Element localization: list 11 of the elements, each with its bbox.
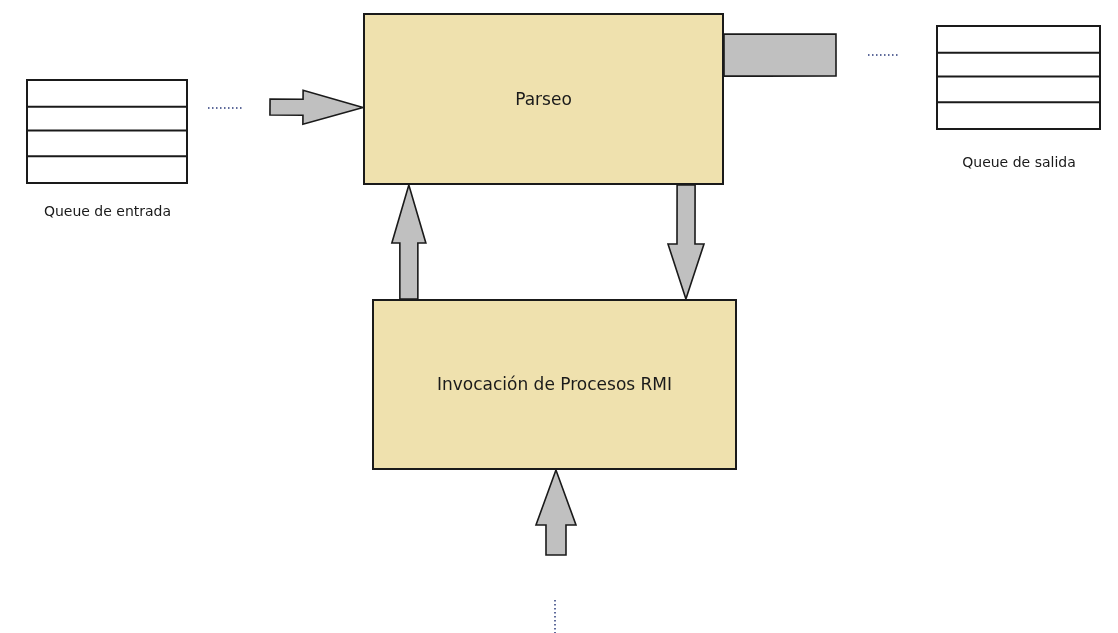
queue-label: Queue de salida — [961, 154, 1077, 170]
queue-label: Queue de entrada — [42, 203, 173, 219]
block-arrow — [666, 184, 706, 302]
process-label: Parseo — [514, 87, 573, 111]
process-label: Invocación de Procesos RMI — [435, 373, 674, 396]
block-arrow — [390, 182, 427, 300]
block-arrow — [534, 467, 578, 556]
process-box — [372, 299, 737, 470]
block-arrow — [269, 89, 366, 126]
block-arrow — [723, 33, 837, 77]
process-box — [363, 13, 724, 185]
